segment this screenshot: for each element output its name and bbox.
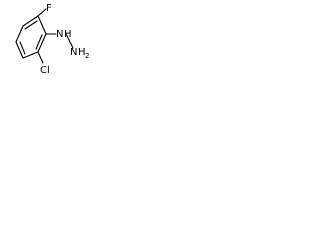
- bond-c4-chlorine: [37, 51, 44, 64]
- ring-bond-c6-c1: [15, 25, 24, 43]
- hydrazine-n1-label: N: [56, 29, 63, 40]
- chlorine-label: Cl: [40, 65, 50, 76]
- hydrazine-h2-label: H: [78, 47, 86, 58]
- ring-bond-c5-c6: [15, 41, 24, 59]
- benzene-ring: [15, 15, 47, 59]
- ring-bond-c2-c3: [37, 15, 47, 35]
- hydrazine-h2-subscript: 2: [85, 52, 89, 60]
- ring-double-bond-inner-3: [19, 41, 26, 55]
- ring-bond-c1-c2: [22, 15, 39, 27]
- structure-diagram: F N H N H 2 Cl: [15, 3, 89, 76]
- ring-double-bond-inner-2: [35, 34, 43, 50]
- hydrazine-h1-label: H: [64, 29, 72, 40]
- ring-double-bond-inner-1: [24, 20, 38, 30]
- hydrazine-n2-label: N: [70, 47, 77, 58]
- bond-c2-fluorine: [37, 8, 47, 17]
- ring-bond-c3-c4: [37, 33, 47, 53]
- bond-n1-n2: [65, 33, 74, 49]
- atom-labels: F N H N H 2 Cl: [40, 3, 89, 76]
- fluorine-label: F: [46, 3, 52, 14]
- ring-bond-c4-c5: [22, 51, 39, 59]
